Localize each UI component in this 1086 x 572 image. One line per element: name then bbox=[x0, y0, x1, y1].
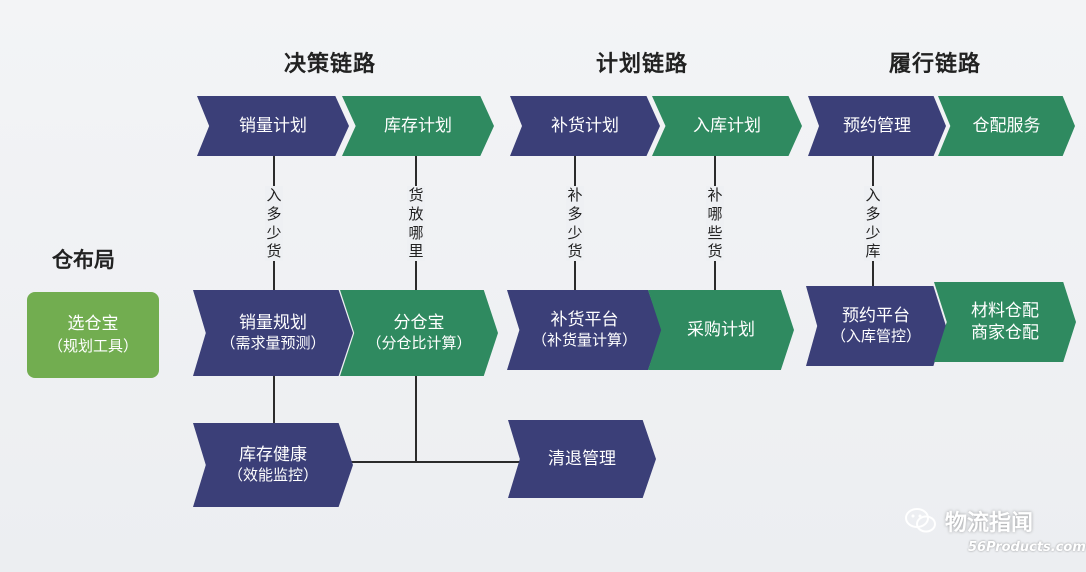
node-label: 销量规划 bbox=[239, 313, 307, 334]
node-sublabel: （补货量计算） bbox=[531, 331, 637, 350]
node-inventory-health: 库存健康 （效能监控） bbox=[193, 423, 353, 507]
node-appointment-mgmt: 预约管理 bbox=[808, 96, 946, 156]
watermark-name: 物流指闻 bbox=[945, 511, 1034, 536]
node-replenish-platform: 补货平台 （补货量计算） bbox=[507, 290, 662, 370]
site-logo: 56Products.com bbox=[968, 540, 1086, 555]
header-decision-chain: 决策链路 bbox=[284, 52, 377, 77]
node-label: 采购计划 bbox=[687, 319, 755, 340]
node-label: 补货平台 bbox=[550, 310, 619, 331]
node-label: 补货计划 bbox=[551, 115, 619, 136]
label-how-much-replenish: 补多少货 bbox=[566, 186, 584, 261]
node-label: 预约管理 bbox=[843, 115, 911, 136]
node-sales-planning: 销量规划 （需求量预测） bbox=[193, 290, 353, 376]
node-label: 材料仓配 bbox=[971, 300, 1039, 321]
node-replenish-plan: 补货计划 bbox=[510, 96, 660, 156]
node-appointment-platform: 预约平台 （入库管控） bbox=[806, 286, 946, 366]
node-sublabel: （效能监控） bbox=[227, 466, 318, 485]
node-purchase-plan: 采购计划 bbox=[648, 290, 794, 370]
connector-clearance-horizontal bbox=[340, 461, 520, 463]
node-delivery-types: 材料仓配 商家仓配 bbox=[934, 282, 1076, 362]
label-where-to-put: 货放哪里 bbox=[407, 186, 425, 261]
node-label: 商家仓配 bbox=[971, 323, 1039, 343]
label-how-much-inbound: 入多少库 bbox=[864, 186, 882, 261]
node-warehouse-service: 仓配服务 bbox=[938, 96, 1075, 156]
node-sublabel: （分仓比计算） bbox=[366, 334, 472, 353]
node-label: 清退管理 bbox=[548, 448, 616, 469]
label-how-much-in: 入多少货 bbox=[265, 186, 283, 261]
node-label: 销量计划 bbox=[239, 115, 307, 136]
watermark: 物流指闻 bbox=[905, 505, 1033, 537]
node-split-tool: 分仓宝 （分仓比计算） bbox=[340, 290, 498, 376]
node-label: 预约平台 bbox=[842, 306, 910, 327]
node-clearance-mgmt: 清退管理 bbox=[508, 420, 656, 498]
node-label: 入库计划 bbox=[693, 115, 761, 136]
wechat-icon bbox=[905, 508, 936, 533]
node-label: 分仓宝 bbox=[393, 313, 445, 334]
node-inventory-plan: 库存计划 bbox=[342, 96, 494, 156]
node-sales-plan: 销量计划 bbox=[197, 96, 349, 156]
node-label: 库存健康 bbox=[239, 445, 307, 466]
label-which-goods: 补哪些货 bbox=[706, 186, 724, 261]
header-fulfill-chain: 履行链路 bbox=[889, 52, 982, 77]
header-plan-chain: 计划链路 bbox=[596, 52, 689, 77]
node-sublabel: （入库管控） bbox=[830, 327, 921, 346]
tool-subtitle: （规划工具） bbox=[47, 337, 138, 356]
node-label: 库存计划 bbox=[384, 115, 452, 136]
node-sublabel: （需求量预测） bbox=[220, 334, 326, 353]
node-inbound-plan: 入库计划 bbox=[652, 96, 802, 156]
node-label: 仓配服务 bbox=[972, 115, 1041, 136]
site-selection-tool-box: 选仓宝 （规划工具） bbox=[27, 292, 159, 378]
warehouse-layout-title: 仓布局 bbox=[52, 248, 115, 272]
tool-name: 选仓宝 bbox=[67, 313, 119, 334]
